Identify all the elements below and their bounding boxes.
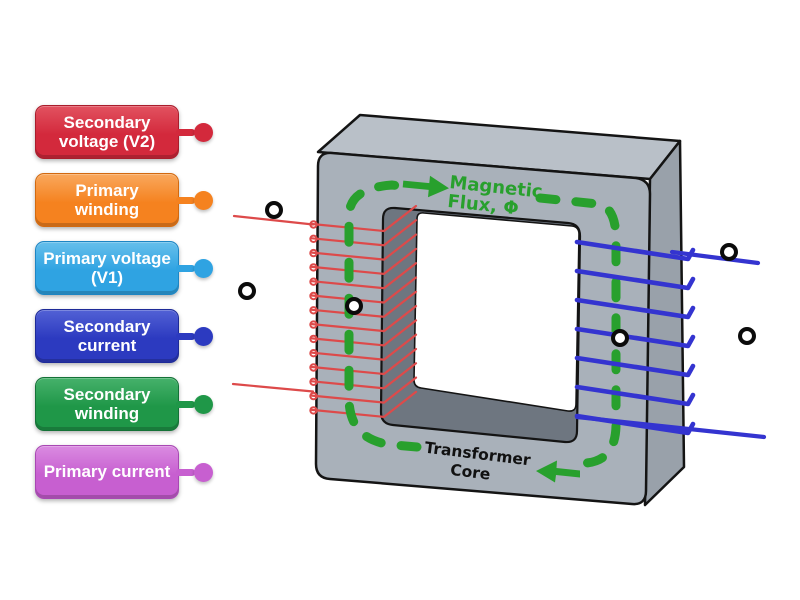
hotspot-1[interactable] xyxy=(265,201,283,219)
primary-turn-loop xyxy=(309,277,318,286)
primary-turn xyxy=(310,247,418,275)
primary-turn-loop xyxy=(309,306,318,315)
core-label-line2: Core xyxy=(449,461,491,484)
hotspot-5[interactable] xyxy=(720,243,738,261)
hotspot-4[interactable] xyxy=(611,329,629,347)
connector-dot xyxy=(194,258,213,278)
primary-turn-loop xyxy=(309,406,318,415)
primary-turn xyxy=(310,319,418,347)
primary-turn-loop xyxy=(309,234,318,244)
primary-turn xyxy=(310,376,418,404)
secondary-turn xyxy=(574,297,696,320)
primary-turn-loop xyxy=(309,291,318,301)
connector-stem xyxy=(176,264,195,272)
primary-turn-loop xyxy=(309,377,318,386)
primary-turn xyxy=(310,204,418,233)
connector-stem xyxy=(176,196,195,204)
hotspot-3[interactable] xyxy=(345,297,363,315)
primary-lead-top xyxy=(232,214,315,226)
connector-stem xyxy=(176,128,195,136)
hotspot-6[interactable] xyxy=(738,327,756,345)
connector-dot xyxy=(194,326,213,346)
connector-stem xyxy=(176,400,195,408)
primary-turn xyxy=(310,305,418,333)
secondary-turn xyxy=(574,268,696,291)
primary-turn xyxy=(310,390,418,418)
secondary-lead-top xyxy=(669,249,761,266)
hotspot-group xyxy=(238,201,756,347)
primary-winding xyxy=(231,204,418,418)
hotspot-2[interactable] xyxy=(238,282,256,300)
connector-dot xyxy=(194,394,213,414)
primary-turn xyxy=(310,262,418,290)
secondary-winding xyxy=(574,239,767,440)
connector-stem xyxy=(176,332,195,340)
primary-turn xyxy=(310,362,418,390)
primary-turn-loop xyxy=(309,349,318,358)
flux-arrow-left xyxy=(536,460,580,483)
primary-turn-loop xyxy=(309,391,318,401)
secondary-lead-bottom xyxy=(574,414,767,440)
primary-turn xyxy=(310,290,418,318)
primary-turn xyxy=(310,347,418,376)
primary-turn-loop xyxy=(309,263,318,272)
primary-turn xyxy=(310,333,418,361)
primary-turn-loop xyxy=(309,248,318,258)
connector-dot xyxy=(194,190,213,210)
primary-turn xyxy=(310,233,418,261)
connector-dot xyxy=(194,122,213,142)
primary-turn-loop xyxy=(309,320,318,329)
primary-turn xyxy=(310,276,418,304)
primary-turn-loop xyxy=(309,334,318,344)
primary-lead-bottom xyxy=(231,382,315,393)
flux-arrow-right xyxy=(402,175,449,198)
primary-turn-loop xyxy=(309,363,318,372)
core-window-hole xyxy=(413,212,580,412)
secondary-turn xyxy=(574,384,696,407)
secondary-turn xyxy=(574,355,696,378)
connector-dot xyxy=(194,462,213,482)
primary-turn xyxy=(310,219,418,247)
connector-stem xyxy=(176,468,195,476)
